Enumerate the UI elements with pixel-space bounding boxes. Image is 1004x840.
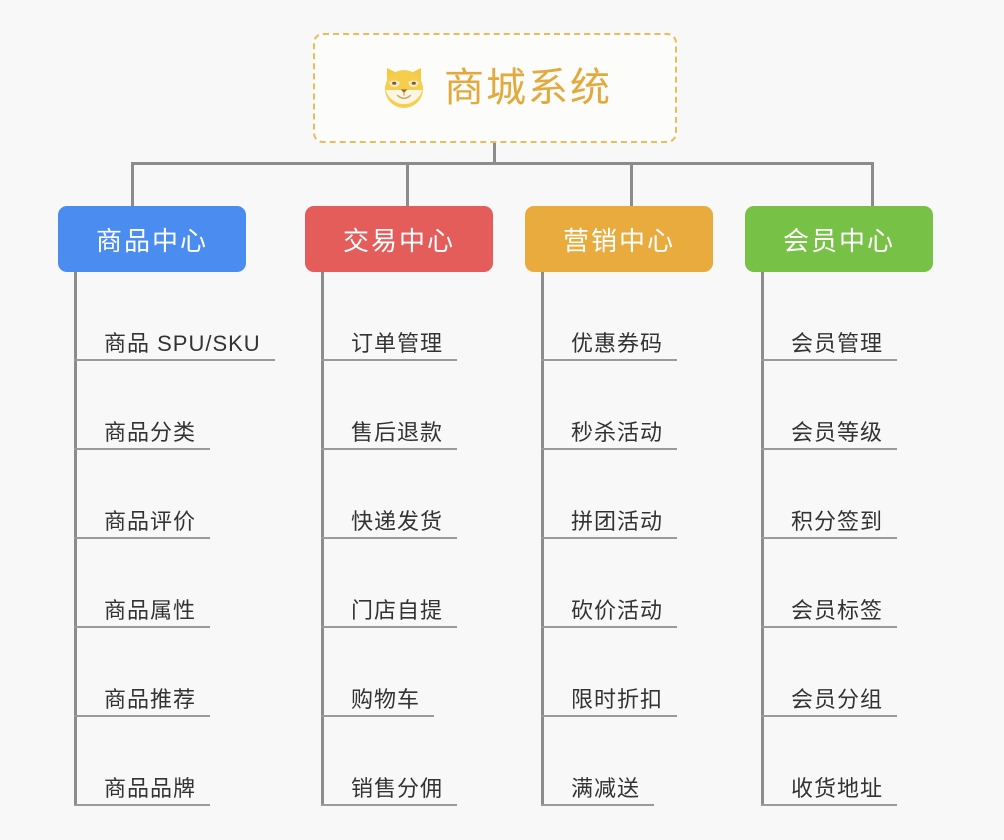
leaf-label: 售后退款 [351, 419, 444, 445]
leaf-item[interactable]: 售后退款 [321, 361, 581, 450]
leaf-item[interactable]: 砍价活动 [541, 539, 801, 628]
leaf-underline [541, 359, 677, 361]
leaf-item[interactable]: 订单管理 [321, 272, 581, 361]
leaf-label: 会员等级 [791, 419, 884, 445]
leaf-item[interactable]: 拼团活动 [541, 450, 801, 539]
leaf-label: 订单管理 [351, 330, 444, 356]
category-header-label: 会员中心 [782, 225, 895, 256]
leaf-underline [761, 359, 897, 361]
leaf-item[interactable]: 门店自提 [321, 539, 581, 628]
leaf-underline [761, 804, 897, 806]
leaf-item[interactable]: 商品评价 [74, 450, 334, 539]
leaf-item[interactable]: 收货地址 [761, 717, 1004, 806]
leaf-item[interactable]: 会员分组 [761, 628, 1004, 717]
leaf-item[interactable]: 限时折扣 [541, 628, 801, 717]
leaf-list-1: 商品 SPU/SKU 商品分类 商品评价 商品属性 商品推荐 商品品牌 [74, 272, 334, 806]
leaf-label: 满减送 [571, 775, 641, 801]
leaf-underline [761, 626, 897, 628]
leaf-underline [321, 715, 434, 717]
leaf-label: 销售分佣 [351, 775, 444, 801]
category-spine-4 [761, 272, 764, 806]
leaf-label: 会员标签 [791, 597, 884, 623]
leaf-underline [541, 448, 677, 450]
leaf-label: 积分签到 [791, 508, 884, 534]
leaf-item[interactable]: 会员标签 [761, 539, 1004, 628]
category-header-1[interactable]: 商品中心 [58, 206, 246, 272]
category-spine-1 [74, 272, 77, 806]
connector-drop-2 [406, 162, 409, 208]
connector-drop-1 [131, 162, 134, 208]
leaf-underline [74, 537, 210, 539]
leaf-list-3: 优惠券码 秒杀活动 拼团活动 砍价活动 限时折扣 满减送 [541, 272, 801, 806]
leaf-underline [761, 537, 897, 539]
leaf-underline [74, 448, 210, 450]
leaf-underline [74, 359, 275, 361]
leaf-label: 拼团活动 [571, 508, 664, 534]
leaf-label: 商品 SPU/SKU [104, 330, 261, 356]
leaf-underline [321, 359, 457, 361]
leaf-underline [321, 804, 457, 806]
leaf-item[interactable]: 满减送 [541, 717, 801, 806]
leaf-item[interactable]: 会员等级 [761, 361, 1004, 450]
leaf-underline [541, 626, 677, 628]
leaf-label: 商品属性 [104, 597, 197, 623]
category-header-4[interactable]: 会员中心 [745, 206, 933, 272]
root-title: 商城系统 [444, 66, 612, 110]
connector-bus [131, 162, 874, 165]
leaf-item[interactable]: 秒杀活动 [541, 361, 801, 450]
leaf-label: 砍价活动 [571, 597, 664, 623]
leaf-label: 购物车 [351, 686, 421, 712]
leaf-list-2: 订单管理 售后退款 快递发货 门店自提 购物车 销售分佣 [321, 272, 581, 806]
leaf-item[interactable]: 商品分类 [74, 361, 334, 450]
leaf-label: 商品评价 [104, 508, 197, 534]
category-header-3[interactable]: 营销中心 [525, 206, 713, 272]
leaf-underline [74, 626, 210, 628]
leaf-underline [321, 626, 457, 628]
leaf-item[interactable]: 商品属性 [74, 539, 334, 628]
leaf-underline [321, 448, 457, 450]
leaf-underline [541, 804, 654, 806]
category-header-2[interactable]: 交易中心 [305, 206, 493, 272]
leaf-item[interactable]: 积分签到 [761, 450, 1004, 539]
leaf-label: 商品推荐 [104, 686, 197, 712]
category-spine-3 [541, 272, 544, 806]
category-header-label: 商品中心 [95, 225, 208, 256]
leaf-label: 商品分类 [104, 419, 197, 445]
leaf-item[interactable]: 购物车 [321, 628, 581, 717]
leaf-label: 快递发货 [351, 508, 444, 534]
connector-root-stem [493, 143, 496, 164]
leaf-item[interactable]: 销售分佣 [321, 717, 581, 806]
connector-drop-4 [871, 162, 874, 208]
leaf-label: 限时折扣 [571, 686, 664, 712]
leaf-item[interactable]: 商品 SPU/SKU [74, 272, 334, 361]
leaf-label: 秒杀活动 [571, 419, 664, 445]
leaf-label: 收货地址 [791, 775, 884, 801]
leaf-underline [541, 715, 677, 717]
leaf-item[interactable]: 商品推荐 [74, 628, 334, 717]
leaf-underline [321, 537, 457, 539]
leaf-item[interactable]: 商品品牌 [74, 717, 334, 806]
leaf-label: 门店自提 [351, 597, 444, 623]
root-node[interactable]: 商城系统 [313, 33, 677, 143]
leaf-label: 会员管理 [791, 330, 884, 356]
leaf-list-4: 会员管理 会员等级 积分签到 会员标签 会员分组 收货地址 [761, 272, 1004, 806]
leaf-label: 商品品牌 [104, 775, 197, 801]
leaf-item[interactable]: 会员管理 [761, 272, 1004, 361]
leaf-item[interactable]: 快递发货 [321, 450, 581, 539]
leaf-underline [541, 537, 677, 539]
shiba-dog-face-icon [378, 62, 430, 114]
category-spine-2 [321, 272, 324, 806]
leaf-underline [74, 715, 210, 717]
leaf-label: 会员分组 [791, 686, 884, 712]
connector-drop-3 [630, 162, 633, 208]
leaf-label: 优惠券码 [571, 330, 664, 356]
category-header-label: 营销中心 [562, 225, 675, 256]
leaf-underline [761, 715, 897, 717]
leaf-underline [761, 448, 897, 450]
leaf-underline [74, 804, 210, 806]
leaf-item[interactable]: 优惠券码 [541, 272, 801, 361]
category-header-label: 交易中心 [342, 225, 455, 256]
